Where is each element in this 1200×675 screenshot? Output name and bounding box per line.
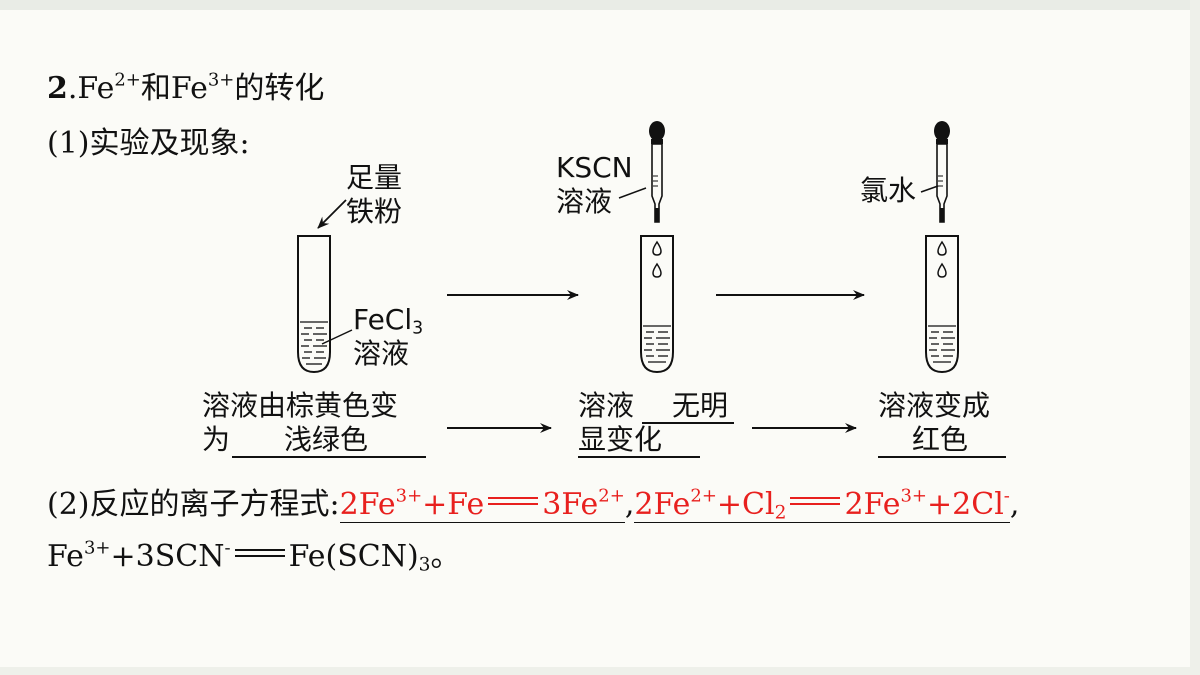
answer-blank: [578, 456, 700, 458]
eq-sub: 3: [418, 554, 431, 576]
eq-text: 3Fe: [542, 487, 599, 522]
equals-sign: [234, 547, 285, 559]
section-heading: 2.Fe2+和Fe3+的转化: [47, 69, 325, 106]
observation-1: 溶液由棕黄色变: [202, 389, 399, 422]
eq-text: Fe(SCN): [288, 539, 419, 574]
observation-3: 溶液变成: [878, 389, 991, 422]
eq-sup: -: [224, 537, 231, 559]
eq-text: 2Fe: [339, 487, 396, 522]
ionic-equation-3: Fe3++3SCN- Fe(SCN)3: [47, 537, 431, 576]
eq-sup: 2+: [598, 485, 625, 507]
eq-text: +Cl: [716, 487, 775, 522]
observation-2-prefix: 溶液: [578, 389, 635, 422]
equation-line-2: Fe3++3SCN- Fe(SCN)3。: [47, 537, 461, 576]
test-tube-2: [618, 121, 674, 374]
eq-text: 2Fe: [634, 487, 691, 522]
tube2-reagent-label: 溶液: [556, 185, 613, 218]
separator: ,: [1009, 487, 1020, 522]
heading-text: .Fe: [67, 71, 115, 106]
tube1-solution-label: 溶液: [353, 337, 410, 370]
section1-label: (1)实验及现象:: [47, 126, 250, 161]
equals-sign: [488, 495, 539, 507]
frame-right: [1190, 0, 1200, 675]
observation-2-answer: 显变化: [578, 423, 663, 456]
heading-number: 2: [47, 71, 68, 106]
ionic-equation-1: 2Fe3++Fe 3Fe2+: [339, 485, 625, 523]
tube2-reagent-label: KSCN: [556, 151, 633, 184]
tube1-solution-label: FeCl3: [353, 303, 424, 339]
solution-formula: FeCl: [353, 303, 413, 336]
solution-sub: 3: [412, 318, 424, 339]
separator: ,: [624, 487, 635, 522]
eq-sup: -: [1003, 485, 1010, 507]
frame-bottom: [0, 667, 1200, 675]
eq-sup: 2+: [690, 485, 717, 507]
period: 。: [430, 539, 461, 574]
section2-label: (2)反应的离子方程式:: [47, 487, 340, 522]
heading-sup: 2+: [114, 69, 141, 91]
heading-text: 的转化: [234, 71, 325, 106]
tube1-reagent-label: 足量: [346, 161, 403, 194]
test-tube-1: [297, 199, 353, 374]
eq-sup: 3+: [900, 485, 928, 507]
heading-sup: 3+: [207, 69, 235, 91]
heading-text: 和Fe: [140, 71, 208, 106]
eq-text: 2Fe: [844, 487, 901, 522]
eq-text: +3SCN: [110, 539, 225, 574]
test-tube-3: [920, 121, 959, 374]
answer-blank: [878, 456, 1006, 458]
eq-text: +2Cl: [927, 487, 1004, 522]
eq-sup: 3+: [83, 537, 111, 559]
observation-3-answer: 红色: [912, 423, 969, 456]
eq-text: +Fe: [422, 487, 485, 522]
tube3-reagent-label: 氯水: [860, 174, 917, 207]
eq-sup: 3+: [395, 485, 423, 507]
observation-1-prefix: 为: [202, 423, 231, 456]
answer-blank: [642, 422, 734, 424]
eq-sub: 2: [774, 502, 787, 524]
observation-1-answer: 浅绿色: [284, 423, 369, 456]
eq-text: Fe: [47, 539, 84, 574]
tube1-reagent-label: 铁粉: [346, 195, 403, 228]
frame-top: [0, 0, 1200, 10]
equals-sign: [790, 495, 841, 507]
experiment-diagram: [297, 121, 959, 433]
observation-2-answer: 无明: [672, 389, 729, 422]
answer-blank: [232, 456, 426, 458]
